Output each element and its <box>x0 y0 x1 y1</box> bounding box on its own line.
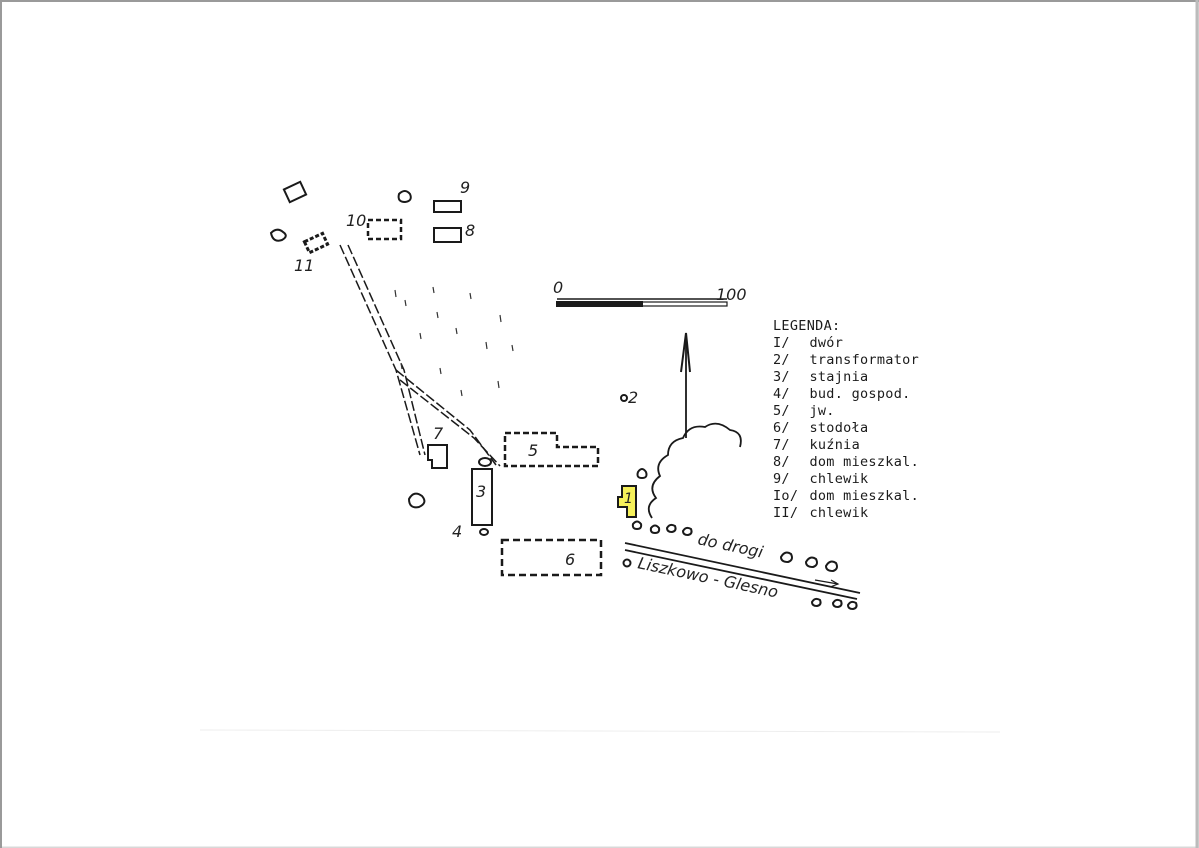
north-arrow-head <box>680 332 691 373</box>
building-6 <box>500 538 603 577</box>
tree-symbol <box>407 492 426 509</box>
legend-title: LEGENDA: <box>773 318 841 334</box>
path-east <box>395 369 497 466</box>
road-arrow <box>814 579 839 585</box>
label-3: 3 <box>476 482 486 501</box>
legend-item: 4/ bud. gospod. <box>773 386 919 403</box>
legend-item-label: bud. gospod. <box>809 386 911 402</box>
tree-symbol <box>636 468 648 480</box>
tree-symbol <box>846 600 858 611</box>
legend-item: 9/ chlewik <box>773 471 919 488</box>
tree-symbol <box>269 228 287 242</box>
tree-symbol <box>478 457 492 467</box>
legend-item-label: dom mieszkal. <box>809 454 919 470</box>
legend-item-label: transformator <box>809 352 919 368</box>
building-7 <box>427 444 448 469</box>
building-4 <box>479 528 489 536</box>
building-3 <box>471 468 493 526</box>
building-5 <box>503 431 600 468</box>
label-10: 10 <box>346 211 366 230</box>
tree-symbol <box>622 558 632 568</box>
legend-item-number: 6/ <box>773 420 790 436</box>
legend-item: 6/ stodoła <box>773 420 919 437</box>
tree-symbol <box>810 597 822 608</box>
legend-item-number: 9/ <box>773 471 790 487</box>
orchard-marks <box>394 286 514 397</box>
label-1: 1 <box>624 491 633 507</box>
legend-item-number: 8/ <box>773 454 790 470</box>
tree-symbol <box>631 520 643 531</box>
path-east-b <box>399 379 501 467</box>
legend-item-label: stajnia <box>809 369 869 385</box>
label-5: 5 <box>528 441 538 460</box>
building-11 <box>302 231 330 255</box>
legend-item-number: 5/ <box>773 403 790 419</box>
legend-item-number: 4/ <box>773 386 790 402</box>
building-8 <box>433 227 462 243</box>
tree-symbol <box>649 524 661 535</box>
building-1-manor <box>617 485 637 518</box>
legend-item-number: I/ <box>773 335 790 351</box>
legend-item-label: chlewik <box>809 471 869 487</box>
scale-bar-empty <box>641 301 728 307</box>
building-9 <box>433 200 462 213</box>
label-9: 9 <box>460 178 470 197</box>
label-11: 11 <box>294 256 314 275</box>
tree-symbol <box>681 526 693 537</box>
legend-item: 2/ transformator <box>773 352 919 369</box>
building-2 <box>620 394 628 402</box>
legend-item-label: jw. <box>809 403 835 419</box>
path-west-b <box>347 244 426 456</box>
label-2: 2 <box>628 388 638 407</box>
legend-item: 5/ jw. <box>773 403 919 420</box>
legend-item-label: dom mieszkal. <box>809 488 919 504</box>
legend-item: 3/ stajnia <box>773 369 919 386</box>
unnumbered-building <box>282 180 308 204</box>
tree-symbol <box>779 551 793 564</box>
scale-end-label: 100 <box>716 285 747 304</box>
road-edge-upper <box>624 542 861 594</box>
road-edge-lower <box>624 549 858 600</box>
legend-item: Io/ dom mieszkal. <box>773 488 919 505</box>
legend-item-number: 7/ <box>773 437 790 453</box>
scale-start-label: 0 <box>553 278 563 297</box>
label-8: 8 <box>465 221 475 240</box>
legend-item-label: kuźnia <box>809 437 861 453</box>
legend-item-number: 3/ <box>773 369 790 385</box>
tree-symbol <box>665 523 677 534</box>
road-label-upper: do drogi <box>696 529 765 561</box>
legend-item-number: 2/ <box>773 352 790 368</box>
legend-item-label: stodoła <box>809 420 869 436</box>
legend-item: II/ chlewik <box>773 505 919 522</box>
tree-symbol <box>397 190 412 204</box>
scale-bar-fill <box>556 301 643 307</box>
legend-item-number: II/ <box>773 505 799 521</box>
legend-item: 7/ kuźnia <box>773 437 919 454</box>
tree-symbol <box>824 560 838 573</box>
tree-symbol <box>831 598 843 609</box>
legend-item: 8/ dom mieszkal. <box>773 454 919 471</box>
legend-item-label: chlewik <box>809 505 869 521</box>
tree-line <box>647 422 742 519</box>
legend-item-number: Io/ <box>773 488 799 504</box>
label-7: 7 <box>433 424 444 443</box>
building-10 <box>366 218 403 241</box>
label-4: 4 <box>452 522 462 541</box>
road-arrow-head <box>829 579 840 588</box>
label-6: 6 <box>565 550 575 569</box>
legend-item-label: dwór <box>809 335 844 351</box>
legend-item: I/ dwór <box>773 335 919 352</box>
tree-symbol <box>804 556 818 569</box>
path-west <box>339 244 421 456</box>
